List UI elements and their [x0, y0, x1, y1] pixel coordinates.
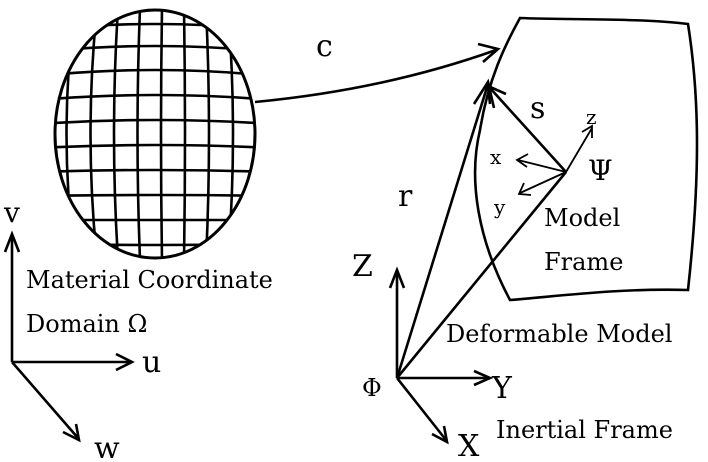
label-w: w	[94, 431, 120, 462]
label-u: u	[142, 345, 161, 380]
label-X: X	[458, 429, 480, 462]
model-frame-axes	[515, 124, 593, 196]
origin-link-line	[395, 171, 568, 379]
label-phi: Φ	[362, 374, 382, 402]
sphere-outline	[53, 8, 257, 260]
label-Y: Y	[491, 371, 513, 406]
label-model-frame-line2: Frame	[544, 248, 623, 276]
label-material-line2: Domain Ω	[26, 310, 147, 338]
label-c: c	[316, 29, 333, 64]
label-r: r	[398, 179, 413, 214]
label-Z: Z	[352, 249, 373, 284]
vector-s	[486, 83, 567, 173]
vector-r	[395, 78, 496, 379]
label-material-line1: Material Coordinate	[26, 266, 273, 294]
deformable-model-outline	[473, 16, 699, 302]
label-psi: Ψ	[588, 154, 613, 187]
mapping-arrow-c	[254, 42, 501, 104]
material-axes	[3, 230, 135, 443]
label-v: v	[3, 196, 20, 229]
label-model-z: z	[586, 105, 597, 129]
label-model-y: y	[493, 195, 506, 219]
label-model-frame-line1: Model	[544, 204, 620, 232]
label-model-x: x	[490, 145, 502, 169]
inertial-frame-axes	[388, 266, 494, 445]
label-s: s	[530, 91, 545, 126]
label-deformable-model: Deformable Model	[446, 320, 672, 348]
material-sphere	[53, 8, 257, 260]
sphere-grid	[55, 10, 255, 258]
label-inertial-frame: Inertial Frame	[496, 416, 673, 444]
